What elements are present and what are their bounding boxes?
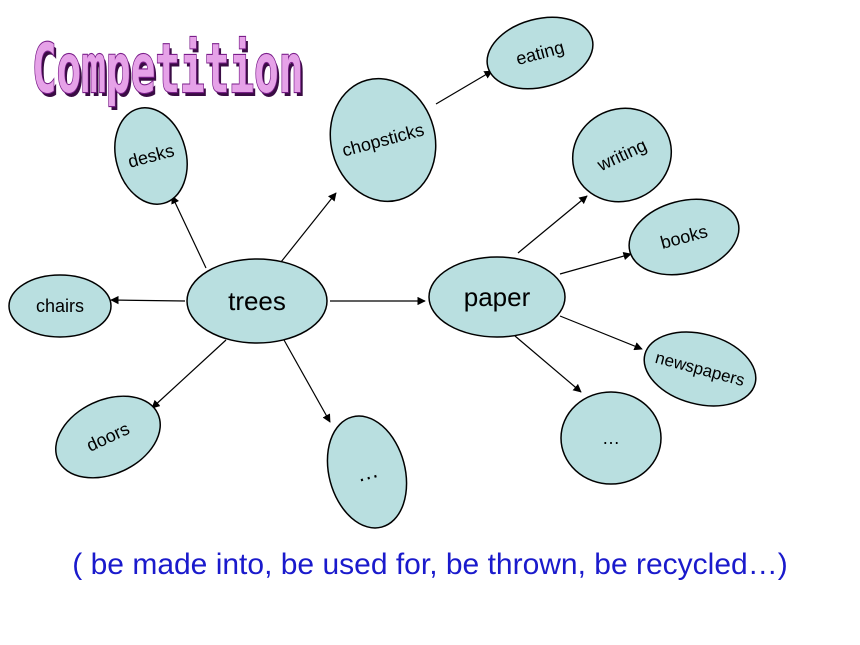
node-chairs: chairs [8, 274, 112, 338]
arrow-chopsticks-to-eating [435, 70, 493, 105]
node-paper-more-ellipse [560, 391, 662, 485]
node-books-ellipse [628, 198, 740, 276]
arrow-paper-to-books [559, 252, 632, 275]
arrow-paper-to-newspapers [559, 315, 643, 351]
node-chopsticks-ellipse [329, 77, 437, 203]
arrow-trees-to-chairs [110, 295, 186, 305]
title: Competition [32, 30, 303, 109]
title-wordart: Competition Competition [31, 30, 306, 113]
arrow-trees-to-trees-more [283, 339, 331, 423]
node-doors-ellipse [55, 395, 161, 479]
edges [110, 70, 643, 423]
node-chairs-label: chairs [36, 296, 84, 316]
node-writing-ellipse [571, 107, 673, 203]
node-eating-ellipse [486, 16, 594, 90]
arrow-paper-to-paper-more [514, 335, 582, 393]
node-writing: writing [571, 107, 673, 203]
arrow-paper-to-writing [517, 195, 588, 254]
node-paper-more: … [560, 391, 662, 485]
title-shadow: Competition [34, 34, 305, 113]
node-books: books [628, 198, 740, 276]
node-desks-ellipse [114, 107, 188, 205]
node-trees-more: … [326, 415, 408, 529]
arrow-trees-to-desks [171, 195, 207, 269]
node-newspapers: newspapers [643, 331, 757, 407]
node-newspapers-ellipse [643, 331, 757, 407]
node-doors: doors [55, 395, 161, 479]
node-trees-ellipse [186, 258, 328, 344]
node-paper-label: paper [464, 282, 531, 312]
node-trees-label: trees [228, 286, 286, 316]
node-desks: desks [114, 107, 188, 205]
node-eating: eating [486, 16, 594, 90]
nodes: trees paper chairs desks chopsticks eating doo… [8, 16, 757, 529]
node-chopsticks: chopsticks [329, 77, 437, 203]
arrow-trees-to-doors [151, 339, 227, 409]
arrow-trees-to-chopsticks [280, 192, 337, 263]
node-trees-more-ellipse [326, 415, 408, 529]
node-paper-ellipse [428, 256, 566, 338]
node-trees: trees [186, 258, 328, 344]
node-paper-more-label: … [602, 428, 620, 448]
node-chairs-ellipse [8, 274, 112, 338]
caption: ( be made into, be used for, be thrown, … [72, 548, 788, 581]
node-paper: paper [428, 256, 566, 338]
